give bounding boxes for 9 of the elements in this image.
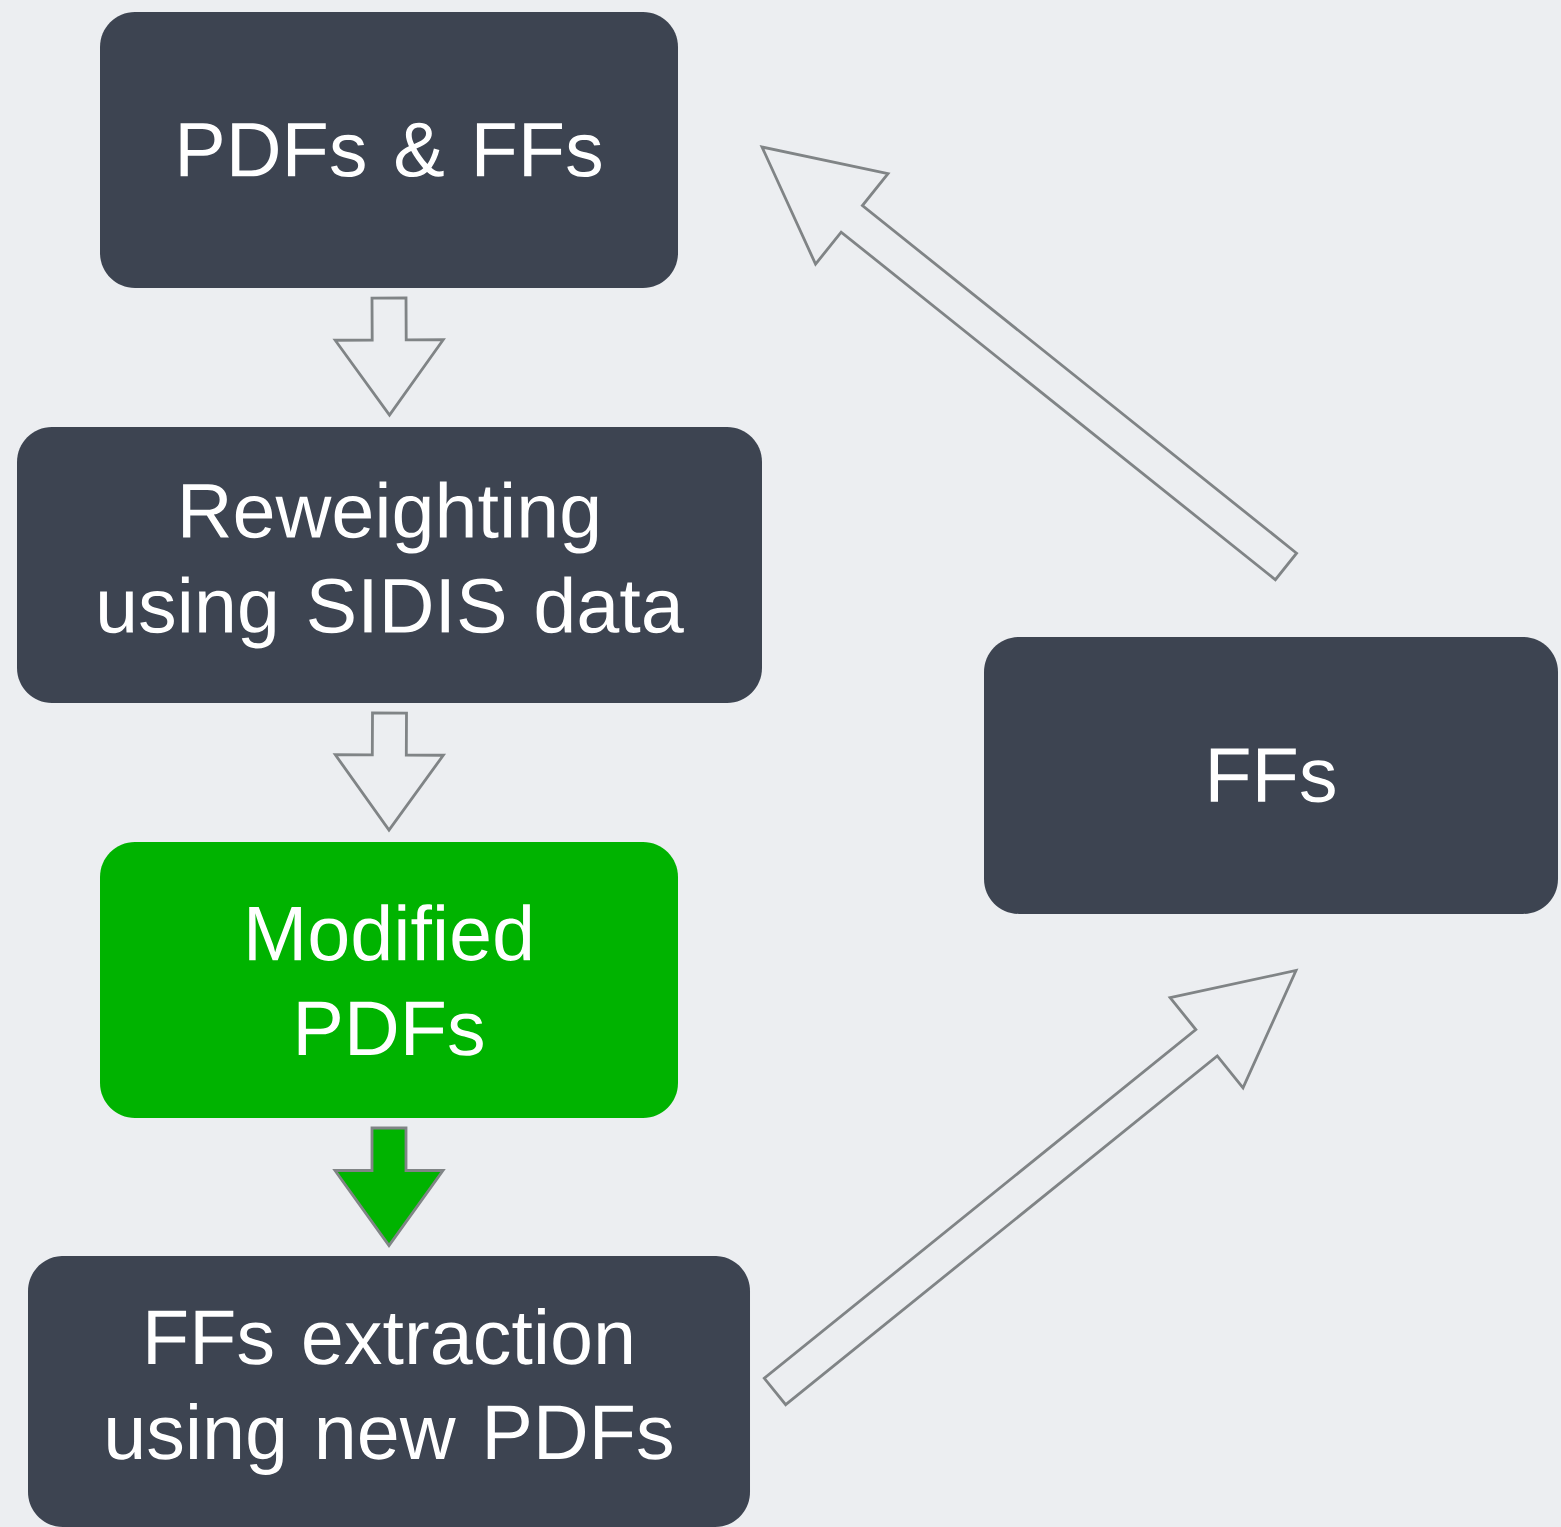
block-arrow [332,711,447,833]
block-arrow [332,296,446,418]
highlighted-box: Modified PDFs [100,842,678,1118]
block-arrow [762,968,1299,1407]
process-box: FFs [984,637,1558,914]
block-arrow [332,1126,446,1248]
process-box: PDFs & FFs [100,12,678,288]
process-box: Reweighting using SIDIS data [17,427,762,703]
process-box: FFs extraction using new PDFs [28,1256,750,1527]
